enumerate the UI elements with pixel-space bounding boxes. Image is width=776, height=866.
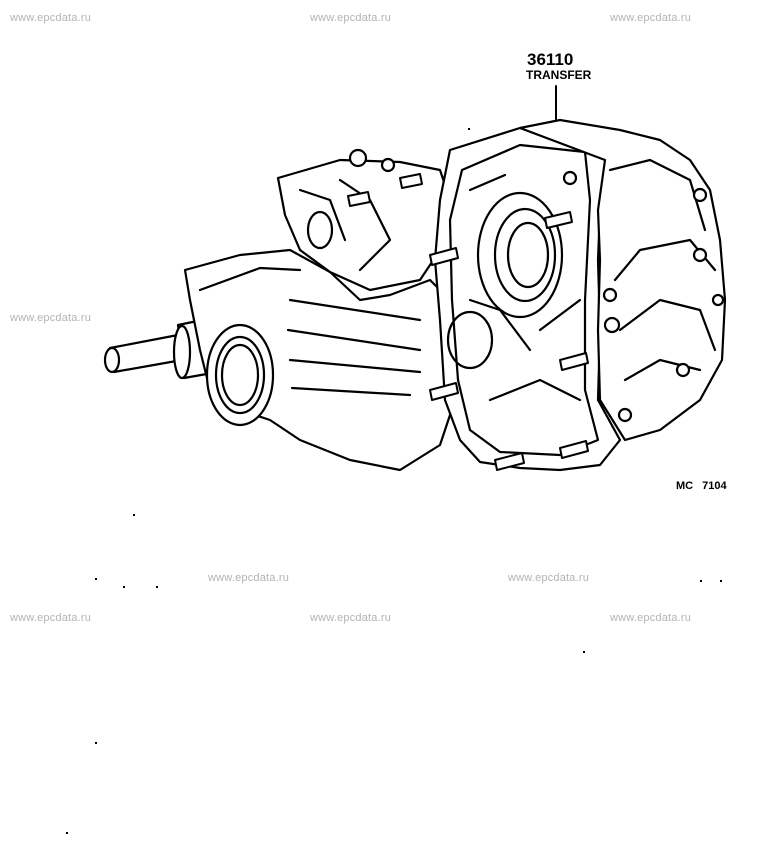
watermark: www.epcdata.ru — [10, 612, 92, 624]
part-number-label: 36110 — [527, 50, 574, 69]
scan-speck — [95, 578, 97, 580]
front-case — [518, 118, 727, 442]
rear-housing — [183, 248, 457, 472]
scan-speck — [700, 580, 702, 582]
watermark: www.epcdata.ru — [610, 612, 692, 624]
watermark: www.epcdata.ru — [10, 12, 92, 24]
scan-speck — [720, 580, 722, 582]
scan-speck — [66, 832, 68, 834]
case-flange — [433, 126, 622, 472]
watermark: www.epcdata.ru — [10, 312, 92, 324]
watermark: www.epcdata.ru — [208, 572, 290, 584]
scan-speck — [156, 586, 158, 588]
scan-speck — [468, 128, 470, 130]
figure-code: MC 7104 — [676, 480, 727, 492]
upper-bracket — [276, 148, 452, 292]
scan-speck — [95, 742, 97, 744]
watermark: www.epcdata.ru — [310, 612, 392, 624]
scan-speck — [123, 586, 125, 588]
watermark: www.epcdata.ru — [310, 12, 392, 24]
watermark: www.epcdata.ru — [610, 12, 692, 24]
studs — [347, 173, 589, 471]
part-name-label: TRANSFER — [526, 68, 592, 82]
scan-speck — [133, 514, 135, 516]
watermark: www.epcdata.ru — [508, 572, 590, 584]
scan-speck — [583, 651, 585, 653]
